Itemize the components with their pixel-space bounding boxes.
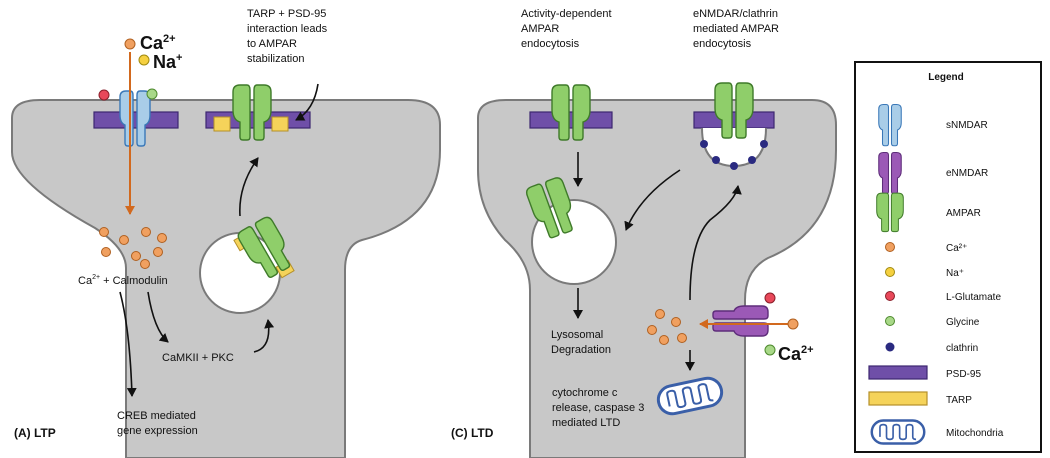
panel-c-label: (C) LTD bbox=[451, 426, 494, 440]
glutamate-icon bbox=[885, 291, 895, 301]
psd95-bar bbox=[529, 111, 613, 129]
tarp-icon bbox=[868, 391, 928, 406]
legend-label: eNMDAR bbox=[946, 168, 988, 179]
glutamate-dot bbox=[764, 292, 776, 304]
ltp-panel: Ca2+ Na+ Ca2+ + Calmodulin CaMKII + PKC … bbox=[11, 8, 441, 458]
arrow-tarp-note bbox=[295, 83, 319, 121]
legend-label: AMPAR bbox=[946, 208, 981, 219]
legend-label: Ca²⁺ bbox=[946, 243, 967, 254]
psd95-bar bbox=[93, 111, 179, 129]
glutamate-dot bbox=[98, 89, 110, 101]
legend-label: L-Glutamate bbox=[946, 292, 1001, 303]
sodium-superscript: + bbox=[176, 52, 182, 64]
svg-text:Ca2+: Ca2+ bbox=[778, 344, 814, 364]
legend-label: TARP bbox=[946, 395, 972, 406]
sodium-ion-icon bbox=[885, 267, 895, 277]
cytochrome-label: cytochrome c release, caspase 3 mediated… bbox=[552, 387, 647, 429]
arrow-to-vesicle bbox=[253, 319, 275, 353]
arrow-clathrin-to-endosome bbox=[624, 169, 681, 231]
camkii-label: CaMKII + PKC bbox=[162, 352, 234, 364]
legend-label: Mitochondria bbox=[946, 428, 1004, 439]
calcium-cluster bbox=[99, 227, 167, 269]
legend: Legend sNMDAR eNMDAR AMPAR Ca²⁺ Na⁺ L-Gl… bbox=[854, 61, 1042, 453]
clathrin-dots bbox=[700, 140, 768, 170]
svg-text:Ca2+: Ca2+ bbox=[140, 33, 176, 53]
svg-text:Na+: Na+ bbox=[153, 52, 182, 72]
calmodulin-label: Ca2+ + Calmodulin bbox=[78, 274, 168, 287]
legend-label: PSD-95 bbox=[946, 369, 981, 380]
legend-title: Legend bbox=[928, 72, 964, 83]
arrow-exocytosis bbox=[239, 157, 259, 217]
legend-label: sNMDAR bbox=[946, 120, 988, 131]
calcium-ion-icon bbox=[885, 242, 895, 252]
glycine-dot bbox=[764, 344, 776, 356]
arrow-to-creb bbox=[119, 291, 137, 397]
glycine-dot bbox=[146, 88, 158, 100]
arrow-signal-up bbox=[689, 185, 742, 301]
mitochondria-icon bbox=[870, 419, 926, 445]
calcium-ion bbox=[787, 318, 799, 330]
arrow-to-camkii bbox=[147, 291, 169, 343]
psd95-bar bbox=[693, 111, 775, 129]
ltd-panel: Ca2+ Activity-dependent AMPAR endocytosi… bbox=[451, 8, 837, 458]
lysosomal-label: Lysosomal Degradation bbox=[551, 329, 611, 356]
glycine-icon bbox=[885, 316, 895, 326]
calcium-label: Ca bbox=[140, 33, 164, 53]
calcium-label: Ca bbox=[778, 344, 802, 364]
calcium-cluster bbox=[647, 309, 687, 345]
calcium-ion bbox=[124, 38, 136, 50]
creb-label: CREB mediated gene expression bbox=[117, 410, 199, 437]
tarp-patch bbox=[271, 116, 289, 132]
ltd-dendritic-spine bbox=[477, 99, 837, 458]
enmdar-note: eNMDAR/clathrin mediated AMPAR endocytos… bbox=[693, 8, 782, 50]
panel-a-label: (A) LTP bbox=[14, 426, 56, 440]
clathrin-icon bbox=[885, 342, 895, 352]
legend-label: Glycine bbox=[946, 317, 980, 328]
tarp-note: TARP + PSD-95 interaction leads to AMPAR… bbox=[247, 8, 330, 65]
sodium-ion bbox=[138, 54, 150, 66]
legend-label: clathrin bbox=[946, 343, 978, 354]
tarp-patch bbox=[213, 116, 231, 132]
legend-label: Na⁺ bbox=[946, 268, 964, 279]
sodium-label: Na bbox=[153, 52, 177, 72]
calcium-superscript: 2+ bbox=[163, 33, 176, 45]
activity-note: Activity-dependent AMPAR endocytosis bbox=[521, 8, 615, 50]
psd95-icon bbox=[868, 365, 928, 380]
calcium-superscript: 2+ bbox=[801, 344, 814, 356]
